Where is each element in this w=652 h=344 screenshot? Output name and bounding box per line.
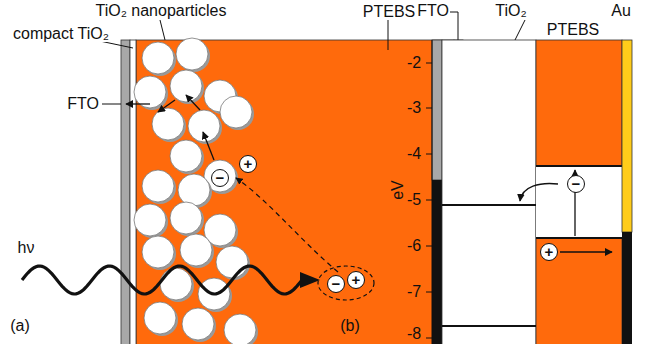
tio2-nanoparticle (170, 140, 202, 172)
axis-tick (426, 63, 432, 64)
tick-label: -8 (407, 326, 421, 342)
part-label: compact TiO₂ (12, 26, 110, 42)
tio2-nanoparticle (180, 234, 212, 266)
panel-label: (a) (10, 318, 30, 334)
tio2-nanoparticle (182, 308, 214, 340)
tio2-nanoparticle (134, 204, 166, 236)
tick-label: -4 (407, 146, 421, 162)
tio2-nanoparticle (220, 96, 252, 128)
tio2-nanoparticle (176, 38, 208, 70)
axis-tick (426, 246, 432, 247)
axis-tick (426, 292, 432, 293)
photon-label: hν (18, 240, 35, 256)
tio2-nanoparticle (160, 268, 192, 300)
charge-symbol: + (540, 243, 558, 261)
axis-tick (426, 200, 432, 201)
tio2-nanoparticle (134, 76, 166, 108)
tio2-nanoparticle (170, 70, 202, 102)
tio2-nanoparticle (144, 302, 176, 334)
part-label: TiO₂ nanoparticles (94, 3, 227, 19)
tick-label: -5 (407, 192, 421, 208)
tio2-nanoparticle (178, 174, 210, 206)
tio2-nanoparticle (142, 236, 174, 268)
part-label: FTO (66, 96, 100, 112)
column-label: TiO₂ (494, 3, 527, 19)
tio2-nanoparticle (188, 110, 220, 142)
axis-label: eV (390, 180, 406, 200)
charge-symbol: − (327, 275, 345, 293)
tick-label: -6 (407, 238, 421, 254)
tio2-nanoparticle (142, 170, 174, 202)
axis-tick (426, 154, 432, 155)
tio2-nanoparticle (142, 42, 174, 74)
tio2-nanoparticle (224, 314, 256, 344)
column-label: Au (610, 3, 632, 19)
axis-tick (426, 108, 432, 109)
charge-symbol: − (211, 169, 229, 187)
tio2-nanoparticle (216, 246, 248, 278)
charge-symbol: + (347, 271, 365, 289)
column-label: FTO (416, 3, 450, 19)
charge-symbol: + (239, 155, 257, 173)
axis-tick (426, 338, 432, 339)
tick-label: -2 (407, 55, 421, 71)
panel-label: (b) (340, 318, 360, 334)
tick-label: -3 (407, 100, 421, 116)
column-label: PTEBS (546, 22, 600, 38)
charge-symbol: − (567, 175, 585, 193)
tio2-nanoparticle (152, 108, 184, 140)
tio2-nanoparticle (170, 202, 202, 234)
tick-label: -7 (407, 284, 421, 300)
part-label: PTEBS (362, 4, 416, 20)
